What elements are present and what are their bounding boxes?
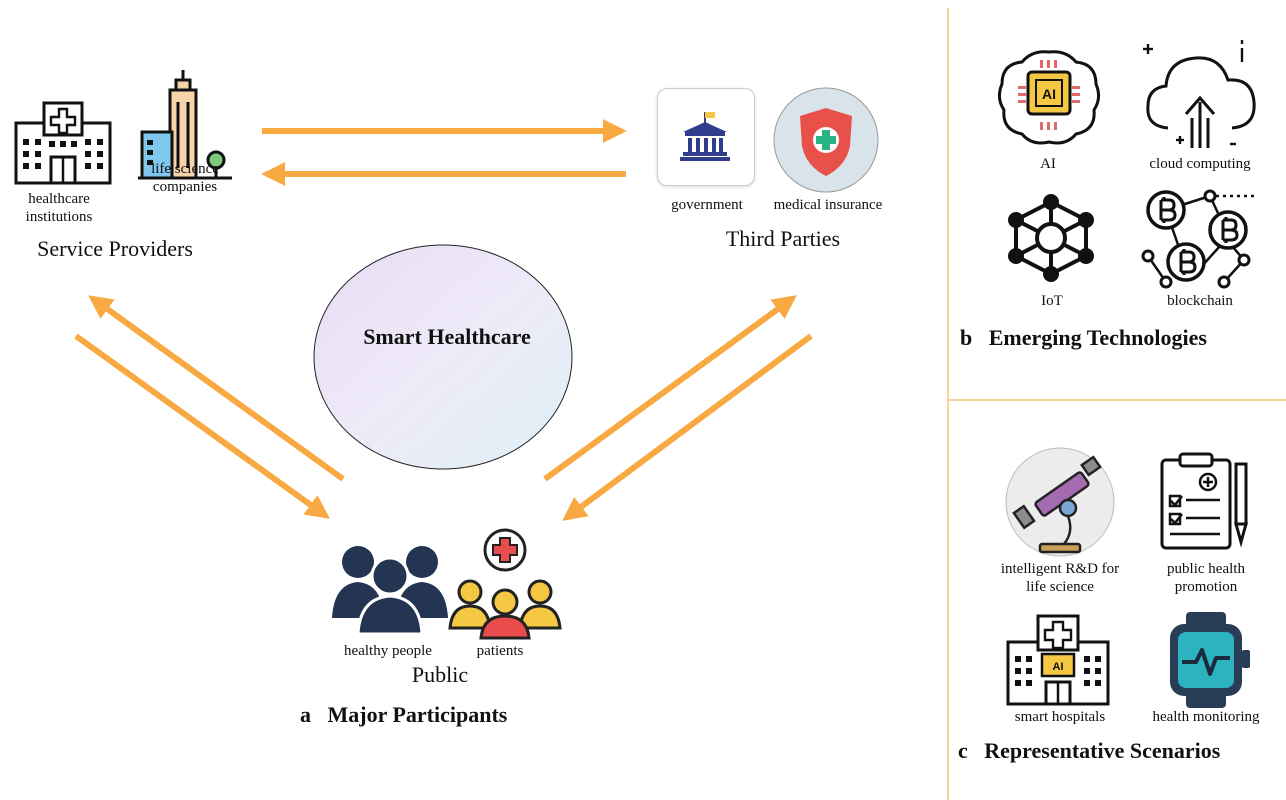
healthy-people-icon <box>332 546 448 634</box>
caption-letter-b: b <box>960 325 973 350</box>
label-medical-insurance: medical insurance <box>773 197 883 213</box>
arrow-third-to-public <box>562 333 813 521</box>
caption-text-c: Representative Scenarios <box>984 738 1221 763</box>
smart-hospital-sign: AI <box>1053 661 1064 673</box>
company-tower-icon <box>138 70 232 180</box>
arrow-public-to-providers <box>88 295 345 482</box>
arrow-public-to-third <box>543 295 797 482</box>
smart-hospital-icon: AI <box>1006 614 1110 706</box>
label-blockchain: blockchain <box>1167 293 1233 309</box>
ai-chip-text: AI <box>1042 86 1056 102</box>
patients-icon <box>448 528 562 640</box>
label-smart-hospitals: smart hospitals <box>1014 709 1106 725</box>
label-government: government <box>671 197 743 213</box>
service-providers-title: Service Providers <box>37 236 193 261</box>
label-public-health: public health promotion <box>1167 561 1245 595</box>
center-label: Smart Healthcare <box>363 324 531 349</box>
government-tile <box>657 88 755 186</box>
public-title: Public <box>411 662 469 687</box>
ai-brain-chip-icon: AI <box>997 50 1101 145</box>
cloud-computing-icon <box>1143 40 1256 148</box>
caption-letter-a: a <box>300 702 311 727</box>
caption-letter-c: c <box>958 738 968 763</box>
label-cloud-computing: cloud computing <box>1149 156 1251 172</box>
label-health-monitoring: health monitoring <box>1152 709 1260 725</box>
blockchain-coins-icon <box>1141 189 1256 289</box>
microscope-icon <box>1005 447 1115 557</box>
arrow-providers-to-public <box>74 333 330 519</box>
medical-insurance-shield-icon <box>773 87 879 193</box>
third-parties-title: Third Parties <box>725 226 841 251</box>
caption-representative-scenarios: c Representative Scenarios <box>958 738 1220 764</box>
label-life-science-companies: life science companies <box>151 161 219 195</box>
label-iot: IoT <box>1041 293 1063 309</box>
label-patients: patients <box>476 643 524 659</box>
caption-text-b: Emerging Technologies <box>988 325 1207 350</box>
label-ai: AI <box>1040 156 1056 172</box>
caption-emerging-technologies: b Emerging Technologies <box>960 325 1207 351</box>
health-monitoring-watch-icon <box>1170 612 1250 708</box>
participant-arrows <box>74 119 813 521</box>
iot-network-icon <box>1008 194 1094 282</box>
caption-major-participants: a Major Participants <box>300 702 507 728</box>
government-building-icon <box>680 112 730 161</box>
label-intelligent-rnd: intelligent R&D for life science <box>1000 561 1120 595</box>
hospital-building-icon <box>14 101 112 185</box>
public-health-clipboard-icon <box>1160 452 1248 550</box>
label-healthy-people: healthy people <box>344 643 432 659</box>
label-healthcare-institutions: healthcare institutions <box>25 191 93 225</box>
caption-text-a: Major Participants <box>327 702 508 727</box>
smart-healthcare-ellipse <box>313 244 573 470</box>
